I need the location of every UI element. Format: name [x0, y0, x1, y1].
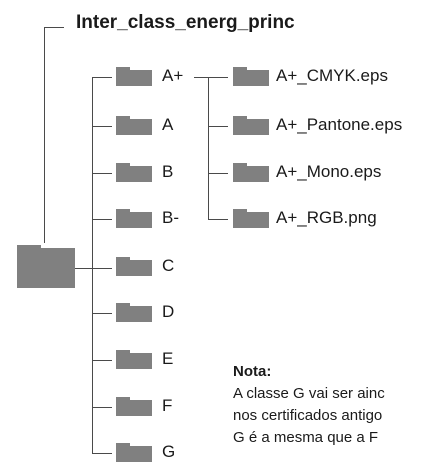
class-tree-trunk [92, 77, 93, 454]
class-label: F [162, 396, 173, 415]
branch-d [92, 313, 112, 314]
folder-icon [116, 209, 152, 228]
file-icon [233, 163, 269, 182]
class-label: B [162, 162, 174, 181]
file-label: A+_CMYK.eps [276, 66, 388, 85]
class-label: A [162, 115, 174, 134]
root-folder-title[interactable]: Inter_class_energ_princ [76, 12, 295, 33]
folder-icon [116, 397, 152, 416]
aplus-files-trunk [208, 77, 209, 219]
branch-file-pantone [208, 126, 228, 127]
folder-icon [116, 350, 152, 369]
folder-icon [116, 67, 152, 86]
branch-a-plus [92, 77, 112, 78]
class-label: C [162, 256, 175, 275]
class-label: G [162, 442, 176, 461]
branch-b [92, 173, 112, 174]
file-icon [233, 116, 269, 135]
file-icon [233, 209, 269, 228]
note-title: Nota: [233, 363, 272, 380]
file-label: A+_RGB.png [276, 208, 377, 227]
class-label: A+ [162, 66, 184, 85]
root-folder-connector [75, 268, 93, 269]
branch-c [92, 268, 112, 269]
note-line: nos certificados antigo [233, 407, 383, 424]
class-label: D [162, 302, 175, 321]
folder-icon [116, 116, 152, 135]
root-folder-icon[interactable] [17, 245, 75, 288]
file-icon [233, 67, 269, 86]
branch-e [92, 360, 112, 361]
file-label: A+_Pantone.eps [276, 115, 403, 134]
branch-file-rgb [208, 219, 228, 220]
branch-b-minus [92, 219, 112, 220]
root-folder-tab [17, 245, 41, 248]
aplus-files-connector [194, 77, 208, 78]
folder-icon [116, 303, 152, 322]
folder-icon [116, 443, 152, 462]
branch-file-cmyk [208, 77, 228, 78]
folder-icon [116, 257, 152, 276]
branch-file-mono [208, 173, 228, 174]
class-label: B- [162, 208, 179, 227]
branch-f [92, 407, 112, 408]
note-block: Nota: A classe G vai ser ainc nos certif… [233, 361, 443, 449]
branch-g [92, 453, 112, 454]
class-label: E [162, 349, 174, 368]
note-line: A classe G vai ser ainc [233, 385, 385, 402]
file-label: A+_Mono.eps [276, 162, 382, 181]
root-connector-top [44, 27, 64, 28]
folder-icon [116, 163, 152, 182]
root-connector-vertical [44, 27, 45, 243]
branch-a [92, 126, 112, 127]
note-line: G é a mesma que a F [233, 429, 379, 446]
